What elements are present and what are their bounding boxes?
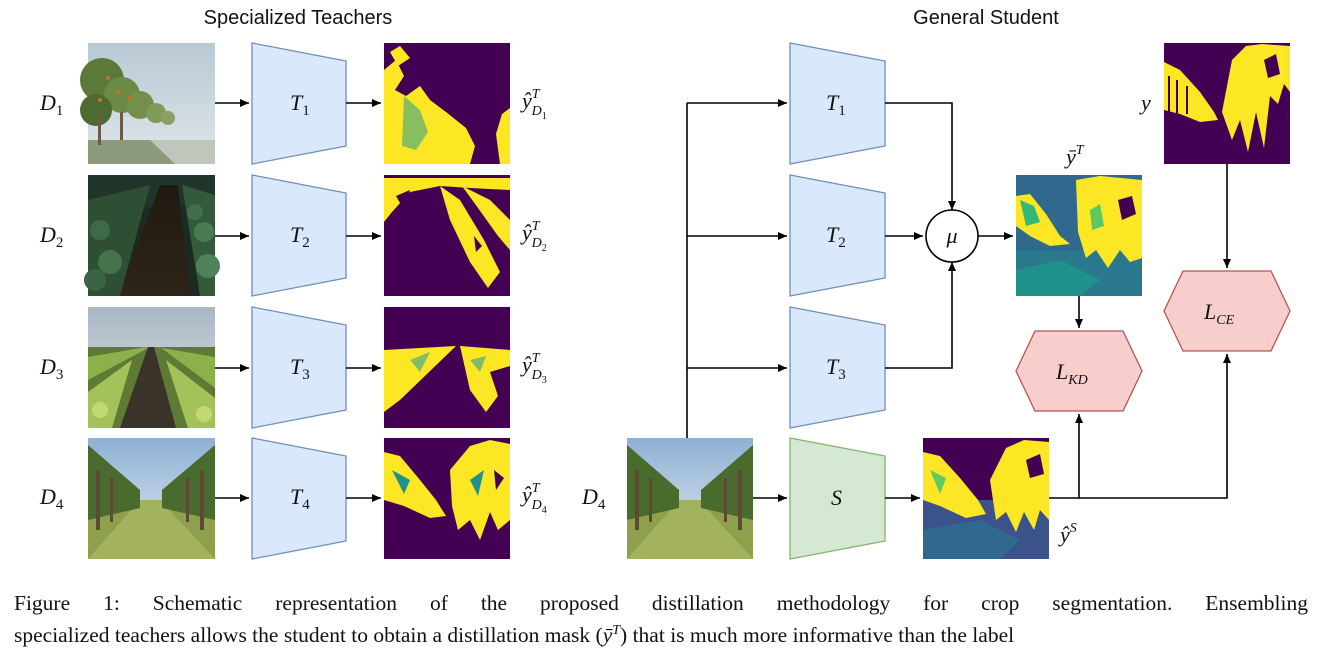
student-side-teacher-t3 (789, 306, 886, 429)
domain-label-d3: D3 (39, 354, 63, 383)
left-title: Specialized Teachers (204, 7, 393, 29)
student-input-image (627, 438, 753, 559)
ground-truth-label: y (1139, 90, 1151, 115)
teacher-block-t4 (251, 437, 347, 560)
teacher-label-t3: T3 (290, 354, 310, 383)
prediction-mask-3 (384, 307, 510, 428)
teacher-block-t1 (251, 42, 347, 165)
domain-image-d4 (88, 438, 215, 559)
figure-caption: Figure 1: Schematic representation of th… (14, 590, 1308, 649)
ensemble-mask-image (1016, 175, 1142, 296)
domain-image-d3 (88, 307, 215, 428)
ce-loss-block (1163, 270, 1291, 352)
domain-image-d2 (84, 175, 220, 296)
student-block (789, 437, 886, 560)
student-side-teacher-label-t3: T3 (826, 354, 846, 383)
teacher-block-t3 (251, 306, 347, 429)
student-side-teacher-t2 (789, 174, 886, 297)
kd-loss-label: LKD (1055, 359, 1088, 388)
teacher-label-t4: T4 (290, 484, 310, 513)
teacher-block-t2 (251, 174, 347, 297)
domain-image-d1 (80, 43, 215, 164)
prediction-mask-1 (384, 43, 510, 164)
student-prediction-mask-image (923, 438, 1049, 559)
caption-line-2: specialized teachers allows the student … (14, 623, 1015, 648)
prediction-mask-2 (384, 175, 510, 296)
kd-loss-block (1015, 330, 1143, 412)
student-side-teacher-label-t2: T2 (826, 222, 846, 251)
student-side-teacher-label-t1: T1 (826, 90, 846, 119)
caption-line-1: Figure 1: Schematic representation of th… (14, 591, 1308, 615)
domain-label-d1: D1 (39, 90, 63, 119)
mean-mask-label: ȳT (1064, 143, 1085, 169)
student-input-label: D4 (581, 484, 606, 513)
teacher-label-t2: T2 (290, 222, 310, 251)
student-label: S (831, 485, 842, 510)
ce-loss-label: LCE (1203, 299, 1235, 328)
teacher-label-t1: T1 (290, 90, 310, 119)
distillation-diagram: Specialized Teachers General Student D1 … (39, 7, 1291, 560)
ground-truth-mask-image (1164, 43, 1290, 164)
student-prediction-label: ŷS (1058, 521, 1077, 547)
right-title: General Student (913, 7, 1059, 29)
prediction-mask-4 (384, 438, 510, 559)
student-side-teacher-t1 (789, 42, 886, 165)
domain-label-d4: D4 (39, 484, 64, 513)
domain-label-d2: D2 (39, 222, 63, 251)
mean-symbol: μ (945, 223, 957, 248)
